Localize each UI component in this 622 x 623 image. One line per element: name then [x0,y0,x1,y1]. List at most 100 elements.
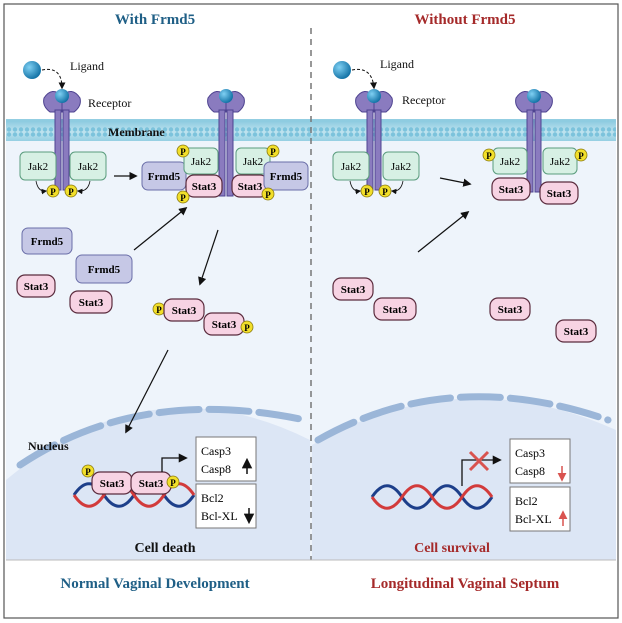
stat3-box [539,181,579,205]
ligand-binding-arrow [41,68,66,90]
stat3-box [555,319,597,343]
receptor-left-unbound [43,89,81,191]
gene-bclxl: Bcl-XL [515,512,552,526]
jak2-box [492,147,528,175]
blocked-x-icon [468,450,490,472]
translocation-arrow [198,229,219,286]
gene-bclxl: Bcl-XL [201,509,238,523]
left-outcome: Cell death [134,541,195,556]
phospho-label: P [486,151,492,161]
stat3-label: Stat3 [341,284,366,296]
jak2-box [542,147,578,175]
gene-box-survival [509,486,571,532]
phospho-label: P [68,187,74,197]
gene-bcl2: Bcl2 [515,494,538,508]
phospho-label: P [382,187,388,197]
stat3-box [489,297,531,321]
phospho-label: P [156,305,162,315]
stat3-label: Stat3 [79,297,104,309]
phospho-label: P [364,187,370,197]
jak2-box [332,151,370,181]
membrane-label: Membrane [108,125,165,139]
phospho-icon [240,320,254,334]
phospho-label: P [50,187,56,197]
stat3-box [16,274,56,298]
stat3-label: Stat3 [498,304,523,316]
phospho-label: P [578,151,584,161]
right-footer: Longitudinal Vaginal Septum [371,576,560,592]
frmd5-box [21,227,73,255]
stat3-label: Stat3 [24,281,49,293]
receptor-right-unbound [355,89,393,191]
stat3-label: Stat3 [564,326,589,338]
frmd5-box [141,161,187,191]
phospho-arrow [76,180,91,195]
phospho-label: P [170,478,176,488]
frmd5-label: Frmd5 [88,264,121,276]
jak2-box [183,147,219,175]
stat3-label: Stat3 [547,188,572,200]
stat3-box [373,297,417,321]
jak2-label: Jak2 [500,156,520,168]
gene-casp8: Casp8 [515,464,545,478]
phospho-arrow [349,180,362,195]
phospho-label: P [180,147,186,157]
nuclear-envelope-left [16,405,309,469]
frmd5-label: Frmd5 [148,171,181,183]
ligand-binding-arrow [351,68,377,90]
phospho-label: P [265,190,271,200]
jak2-box [382,151,420,181]
transcription-arrow [161,453,188,472]
jak2-label: Jak2 [391,161,411,173]
dna-icon [370,484,494,510]
stat3-label: Stat3 [238,181,263,193]
jak2-label: Jak2 [341,161,361,173]
jak2-box [235,147,271,175]
phospho-label: P [244,323,250,333]
jak2-label: Jak2 [550,156,570,168]
ligand-label: Ligand [70,59,104,73]
activation-arrow [439,177,472,187]
nuclear-envelope-right [314,393,612,444]
phospho-arrow [35,180,48,195]
stat3-box [491,177,531,201]
frmd5-label: Frmd5 [270,171,303,183]
phospho-icon [176,144,190,158]
phospho-icon [266,144,280,158]
receptor-label: Receptor [88,96,131,110]
phospho-label: P [85,467,91,477]
frmd5-box [263,161,309,191]
receptor-label: Receptor [402,93,445,107]
stat3-box [69,290,113,314]
receptor-right-bound [515,89,553,193]
stat3-label: Stat3 [499,184,524,196]
jak2-label: Jak2 [28,161,48,173]
gene-casp8: Casp8 [201,462,231,476]
right-panel-title: Without Frmd5 [415,12,516,28]
phospho-icon [176,190,190,204]
stat3-box [163,298,205,322]
transcription-arrow [461,455,502,486]
nucleus-label: Nucleus [28,439,69,453]
jak2-label: Jak2 [78,161,98,173]
jak2-box [69,151,107,181]
stat3-label: Stat3 [172,305,197,317]
nuclear-import-arrow [125,349,169,434]
gene-bcl2: Bcl2 [201,491,224,505]
stat3-label: Stat3 [192,181,217,193]
jak2-box [19,151,57,181]
left-panel-title: With Frmd5 [115,12,195,28]
frmd5-box [75,254,133,284]
jak2-label: Jak2 [243,156,263,168]
ligand-label: Ligand [380,57,414,71]
phospho-icon [261,187,275,201]
stat3-box [332,277,374,301]
stat3-box [185,174,223,198]
recruitment-arrow [133,206,188,251]
stat3-label: Stat3 [383,304,408,316]
ligand-icon [333,61,351,79]
recruitment-arrow [417,210,470,253]
stat3-label: Stat3 [100,478,125,490]
phospho-icon [166,475,180,489]
